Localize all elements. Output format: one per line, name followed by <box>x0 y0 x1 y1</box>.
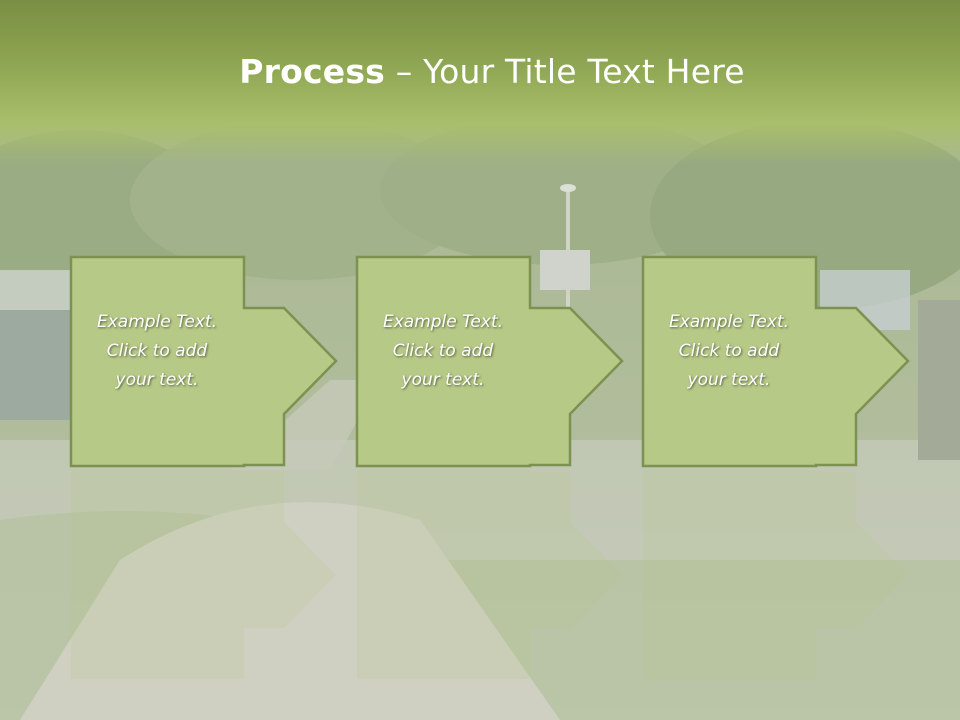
step-text[interactable]: Example Text. Click to add your text. <box>668 312 790 390</box>
step-text[interactable]: Example Text. Click to add your text. <box>382 312 504 390</box>
process-step-2[interactable]: Example Text. Click to add your text. <box>355 255 696 679</box>
title-rest: – Your Title Text Here <box>385 52 745 91</box>
process-step-3[interactable]: Example Text. Click to add your text. <box>641 255 960 679</box>
right-arrow-icon <box>69 255 338 679</box>
right-arrow-icon <box>355 255 624 679</box>
title-bold: Process <box>239 52 386 91</box>
step-text[interactable]: Example Text. Click to add your text. <box>96 312 218 390</box>
title-band <box>0 0 960 165</box>
slide-title[interactable]: Process – Your Title Text Here <box>0 52 960 91</box>
right-arrow-icon <box>641 255 910 679</box>
process-step-1[interactable]: Example Text. Click to add your text. <box>69 255 410 679</box>
